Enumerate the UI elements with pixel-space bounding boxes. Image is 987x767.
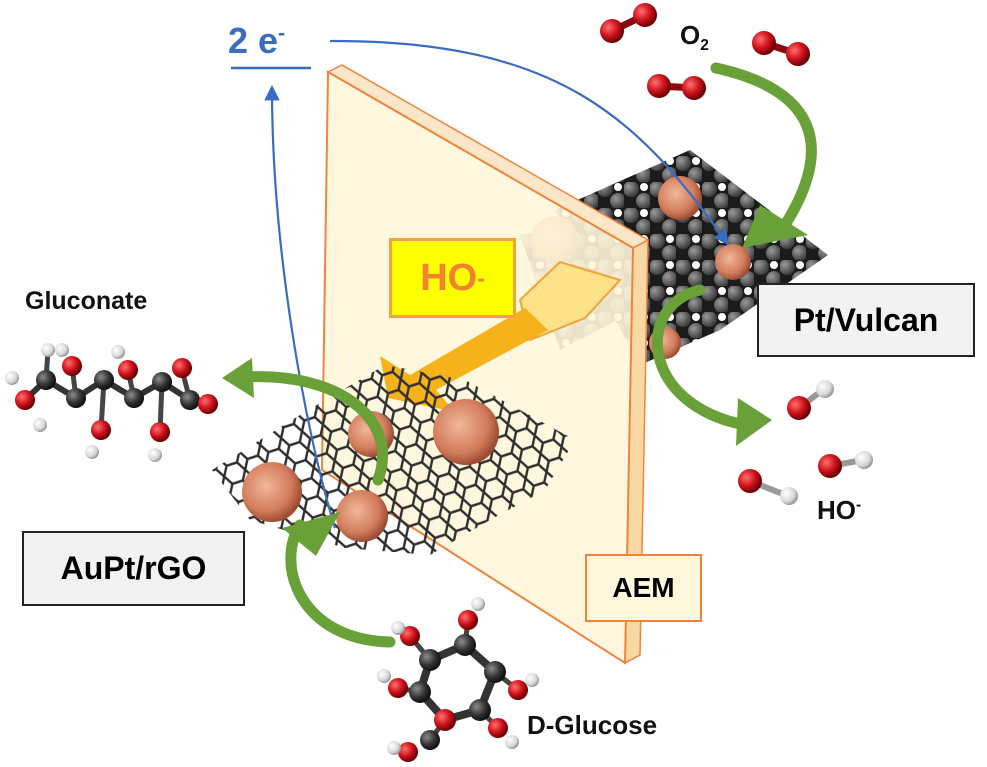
electron-path-arrow (264, 84, 337, 529)
aem-label: AEM (585, 554, 702, 622)
gluconate-label: Gluconate (25, 287, 148, 315)
gluconate-release-arrowhead (222, 358, 254, 398)
gluconate-release-arrow (239, 371, 388, 486)
o2-molecule (600, 3, 657, 43)
oxygen-reduction-arrowhead (742, 205, 808, 248)
electron-count-label: 2 e- (228, 20, 286, 61)
o2-molecule (647, 74, 706, 100)
hydroxide-release-arrowhead (736, 398, 772, 446)
hydroxide-molecule (738, 469, 798, 505)
d-glucose-label: D-Glucose (527, 710, 658, 740)
d-glucose-molecule (377, 597, 539, 762)
hydroxide-box: HO- (389, 238, 516, 318)
aupt-rgo-label: AuPt/rGO (22, 531, 245, 606)
hydroxide-product-label: HO- (817, 495, 862, 525)
glucose-oxidation-arrow (285, 519, 396, 648)
hydroxide-molecule (818, 451, 873, 478)
pt-nanoparticle (715, 244, 751, 280)
rgo-sheet (212, 365, 575, 555)
glucose-oxidation-arrowhead (282, 512, 340, 556)
aupt-nanoparticle (242, 462, 302, 522)
pt-nanoparticle (658, 176, 702, 220)
gluconate-molecule (5, 343, 218, 462)
oxygen-reduction-arrow (710, 62, 817, 231)
oxygen-label: O2 (680, 20, 709, 55)
pt-vulcan-label: Pt/Vulcan (757, 283, 975, 357)
aupt-nanoparticle (336, 490, 388, 542)
hydroxide-release-arrow (651, 284, 751, 431)
aupt-nanoparticle (433, 399, 499, 465)
electron-path-arrow (329, 39, 729, 246)
o2-molecule (752, 31, 810, 66)
hydroxide-molecule (787, 380, 834, 420)
